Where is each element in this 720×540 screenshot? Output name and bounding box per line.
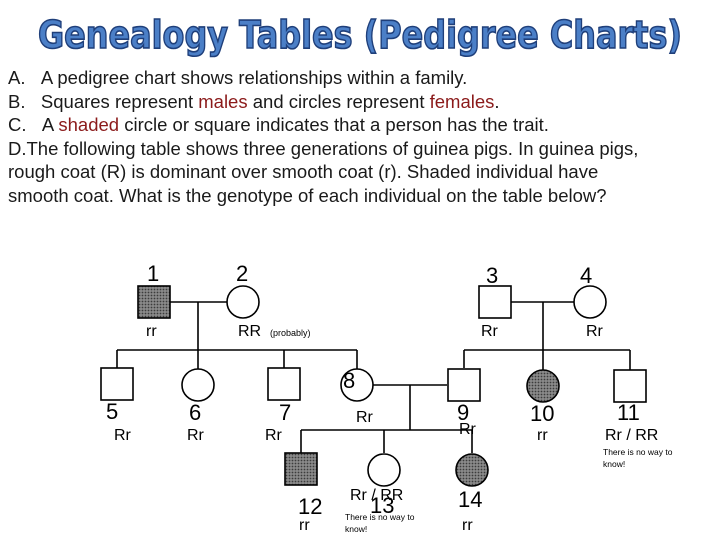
individual-11-square xyxy=(613,369,647,403)
genotype-12: rr xyxy=(299,517,310,534)
genotype-13: Rr / RR xyxy=(350,487,403,504)
genotype-6: Rr xyxy=(187,427,205,444)
number-14: 14 xyxy=(458,487,482,512)
item-b-mid: and circles represent xyxy=(247,90,430,112)
individual-7-square xyxy=(267,367,301,401)
individual-8-circle xyxy=(340,368,374,402)
number-12: 12 xyxy=(298,494,322,519)
item-c-pre: A xyxy=(41,114,59,135)
individual-10-circle-shaded xyxy=(526,369,560,403)
genotype-7: Rr xyxy=(265,427,283,444)
number-10: 10 xyxy=(530,401,554,426)
number-11: 11 xyxy=(617,400,640,425)
item-c-post: circle or square indicates that a person… xyxy=(119,114,549,135)
page-title: Genealogy Tables (Pedigree Charts) xyxy=(0,2,720,58)
genotype-10: rr xyxy=(537,427,548,444)
individual-4-circle xyxy=(573,285,607,319)
page-title-text: Genealogy Tables (Pedigree Charts) xyxy=(38,13,682,57)
number-2: 2 xyxy=(236,261,248,286)
genotype-1: rr xyxy=(146,323,157,340)
item-c-marker: C. xyxy=(8,114,27,135)
number-3: 3 xyxy=(486,263,498,288)
item-d-line-2: rough coat (R) is dominant over smooth c… xyxy=(8,161,599,182)
genotype-5: Rr xyxy=(114,427,132,444)
genotype-2-note: (probably) xyxy=(270,328,311,338)
genotype-3: Rr xyxy=(481,323,499,340)
genotype-14: rr xyxy=(462,517,473,534)
individual-12-square-shaded xyxy=(284,452,318,486)
individual-11-note-line-2: know! xyxy=(603,459,625,469)
individual-9-square xyxy=(447,368,481,402)
number-13: 13 xyxy=(370,493,394,518)
number-6: 6 xyxy=(189,400,201,425)
connector-lines xyxy=(116,301,631,453)
item-c-shaded: shaded xyxy=(58,114,120,135)
number-7: 7 xyxy=(279,400,291,425)
instructions: A. A pedigree chart shows relationships … xyxy=(8,66,718,207)
item-b-pre: Squares represent xyxy=(40,90,199,112)
item-b-marker: B. xyxy=(8,90,26,112)
genotype-4: Rr xyxy=(586,323,604,340)
item-b: B. Squares represent males and circles r… xyxy=(8,90,718,114)
individual-13-circle xyxy=(367,453,401,487)
individual-2-circle xyxy=(226,285,260,319)
item-d-line-1: D.The following table shows three genera… xyxy=(8,137,639,159)
item-a-marker: A. xyxy=(8,67,26,88)
individual-13-note-line-2: know! xyxy=(345,524,367,534)
individual-13-note-line-1: There is no way to xyxy=(345,512,415,522)
number-1: 1 xyxy=(147,261,159,286)
individual-1-square-shaded xyxy=(137,285,171,319)
item-b-post: . xyxy=(494,90,500,112)
individual-3-square xyxy=(478,285,512,319)
item-b-males: males xyxy=(198,90,248,112)
individual-6-circle xyxy=(181,368,215,402)
individual-14-circle-shaded xyxy=(455,453,489,487)
individual-11-note-line-1: There is no way to xyxy=(603,447,673,457)
item-a: A. A pedigree chart shows relationships … xyxy=(8,66,718,90)
genotype-8: Rr xyxy=(356,409,374,426)
item-a-text: A pedigree chart shows relationships wit… xyxy=(40,67,468,88)
number-4: 4 xyxy=(580,263,592,288)
genotype-9: Rr xyxy=(459,421,477,438)
individual-5-square xyxy=(100,367,134,401)
item-d-line-3: smooth coat. What is the genotype of eac… xyxy=(8,184,607,206)
item-b-females: females xyxy=(429,90,495,112)
number-5: 5 xyxy=(106,399,118,424)
genotype-11: Rr / RR xyxy=(605,427,658,444)
number-9: 9 xyxy=(457,400,469,425)
genotype-2: RR xyxy=(238,323,261,340)
number-8: 8 xyxy=(343,368,355,393)
item-c: C. A shaded circle or square indicates t… xyxy=(8,113,718,137)
